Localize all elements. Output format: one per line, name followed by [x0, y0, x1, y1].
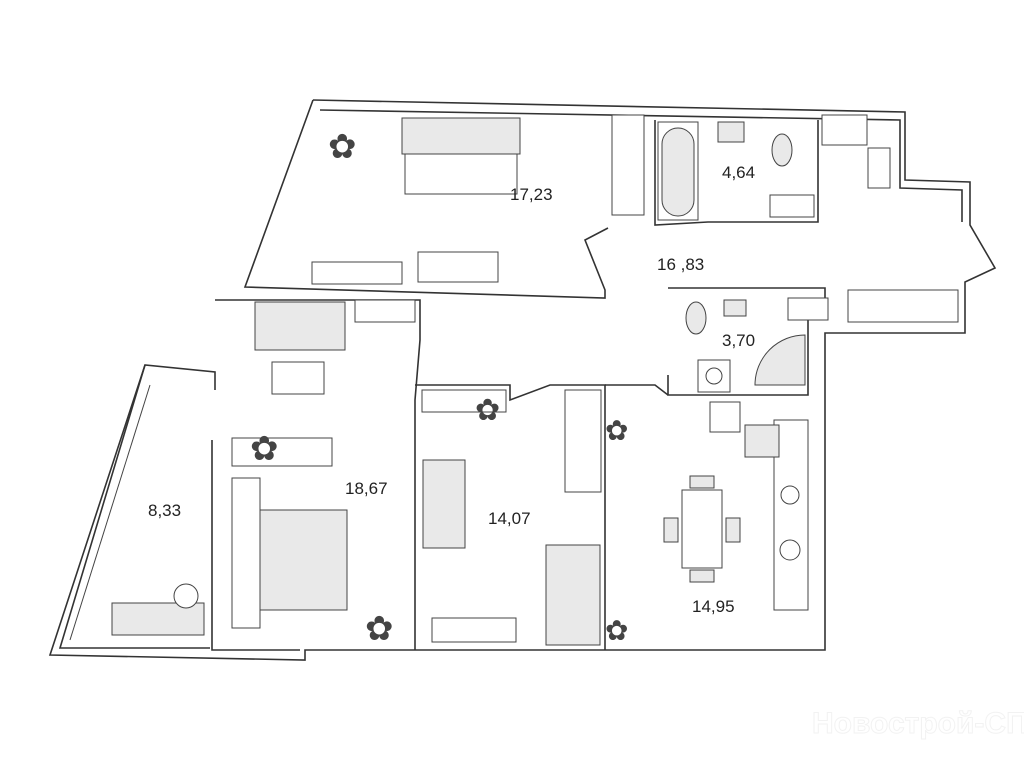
kitchen-wall	[605, 384, 669, 396]
sofa	[401, 117, 521, 155]
wardrobe-1	[611, 114, 645, 216]
toilet-2	[685, 301, 707, 335]
room-area-bedroom: 18,67	[345, 479, 388, 498]
bed-frame	[231, 477, 261, 629]
chair	[689, 569, 715, 583]
kitchen-sink	[744, 424, 780, 458]
desk	[311, 261, 403, 285]
bedroom-wall	[215, 299, 421, 650]
sink-2	[723, 299, 747, 317]
plant-icon: ✿	[365, 610, 394, 648]
chair	[689, 475, 715, 489]
outer-wall-inner	[319, 109, 963, 222]
room-area-hallway: 16 ,83	[657, 255, 704, 274]
room-area-kitchen: 14,95	[692, 597, 735, 616]
washing-machine-drum	[705, 367, 723, 385]
children-wall	[415, 384, 606, 650]
ventilation-shaft	[709, 401, 741, 433]
balcony-wall-inner	[69, 384, 151, 641]
bedroom-wall-2	[211, 440, 300, 651]
bedroom-sofa	[254, 301, 346, 351]
washer-icon	[780, 485, 800, 505]
children-bed	[545, 544, 601, 646]
bathtub-basin	[661, 127, 695, 217]
wardrobe-3	[847, 289, 959, 323]
washing-machine	[697, 359, 731, 393]
kitchen-counter	[773, 419, 809, 611]
dresser	[231, 437, 333, 467]
balcony-wall	[58, 364, 210, 649]
dining-table	[681, 489, 723, 569]
left-wall	[243, 99, 609, 299]
room-area-bathroom: 4,64	[722, 163, 755, 182]
room-area-toilet: 3,70	[722, 331, 755, 350]
bath-cabinet	[769, 194, 815, 218]
coffee-table	[271, 361, 325, 395]
chair	[663, 517, 679, 543]
rug	[404, 153, 518, 195]
shelf	[354, 299, 416, 323]
stove-icon	[779, 539, 801, 561]
plant-icon: ✿	[250, 430, 279, 468]
children-desk	[431, 617, 517, 643]
tv-stand	[417, 251, 499, 283]
children-shelf	[421, 389, 507, 413]
shower	[754, 334, 806, 386]
bathroom-wall	[654, 120, 819, 226]
children-sofa	[422, 459, 466, 549]
hall-cabinet	[867, 147, 891, 189]
balcony-sofa	[111, 602, 205, 636]
watermark: Новострой-СПб	[812, 707, 1024, 740]
children-wardrobe	[564, 389, 602, 493]
room-area-balcony: 8,33	[148, 501, 181, 520]
sink	[717, 121, 745, 143]
chair	[725, 517, 741, 543]
plant-icon: ✿	[475, 394, 500, 427]
toilet	[771, 133, 793, 167]
plant-icon: ✿	[605, 615, 628, 646]
toilet-cabinet	[787, 297, 829, 321]
room-area-children: 14,07	[488, 509, 531, 528]
wardrobe-2	[821, 114, 868, 146]
plant-icon: ✿	[328, 128, 357, 166]
outer-wall	[48, 99, 997, 661]
plant-icon: ✿	[605, 415, 628, 446]
room-area-living: 17,23	[510, 185, 553, 204]
balcony-lamp	[173, 583, 199, 609]
